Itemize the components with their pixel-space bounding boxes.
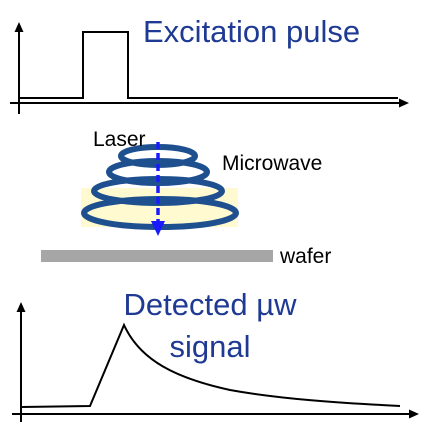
- excitation-graph: Excitation pulse: [10, 14, 409, 114]
- laser-arrowhead: [151, 221, 165, 236]
- detected-label-line2: signal: [170, 329, 251, 364]
- detected-signal-graph: Detected µw signal: [12, 287, 419, 422]
- wafer-label: wafer: [279, 245, 331, 268]
- excitation-label: Excitation pulse: [143, 14, 360, 49]
- laser-label: Laser: [93, 128, 146, 151]
- coil-loop-2: [106, 158, 210, 186]
- microwave-label: Microwave: [222, 152, 322, 175]
- detected-label-line1: Detected µw: [124, 287, 298, 322]
- signal-decay-trace: [21, 322, 401, 408]
- measurement-setup: Laser Microwave wafer: [41, 128, 331, 268]
- excitation-y-arrowhead: [14, 22, 24, 32]
- signal-x-arrowhead: [409, 409, 419, 419]
- signal-y-arrowhead: [16, 302, 26, 312]
- excitation-x-arrowhead: [399, 98, 409, 108]
- excitation-pulse-trace: [19, 31, 398, 99]
- wafer-bar: [41, 250, 273, 262]
